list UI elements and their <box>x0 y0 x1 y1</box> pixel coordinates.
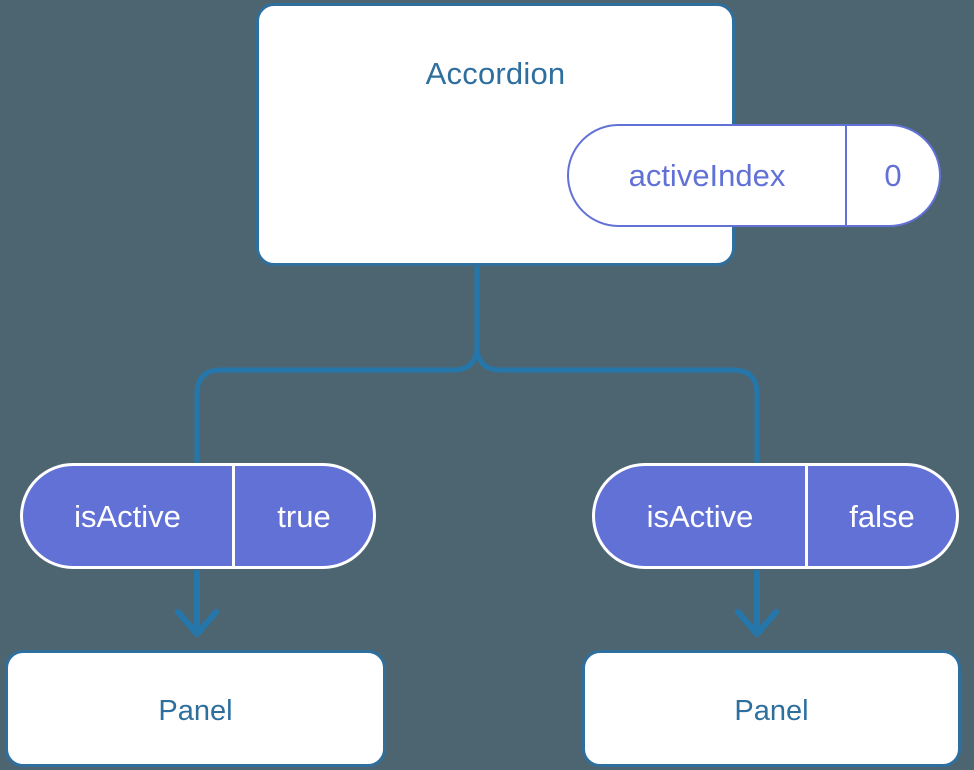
connector-root-to-left <box>194 265 480 465</box>
prop-key-active-index: activeIndex <box>628 158 786 193</box>
component-title-accordion: Accordion <box>425 56 566 91</box>
component-node-accordion[interactable]: Accordion activeIndex 0 <box>256 3 941 266</box>
arrow-down-icon-right <box>735 570 779 637</box>
prop-value-is-active-left: true <box>232 466 373 566</box>
component-title-panel-left: Panel <box>158 695 233 727</box>
prop-key-is-active-left: isActive <box>74 498 181 534</box>
prop-key-is-active-right: isActive <box>646 498 754 534</box>
prop-pill-is-active-true[interactable]: isActive true <box>20 463 376 569</box>
component-node-panel-right[interactable]: Panel <box>582 650 961 767</box>
prop-value-is-active-right: false <box>805 466 956 566</box>
component-node-panel-left[interactable]: Panel <box>5 650 386 767</box>
connector-root-to-right <box>474 265 760 465</box>
component-title-panel-right: Panel <box>734 695 809 727</box>
prop-pill-is-active-false[interactable]: isActive false <box>592 463 959 569</box>
arrow-down-icon-left <box>175 570 219 637</box>
prop-pill-active-index[interactable]: activeIndex 0 <box>567 124 941 227</box>
prop-value-active-index: 0 <box>845 126 939 225</box>
